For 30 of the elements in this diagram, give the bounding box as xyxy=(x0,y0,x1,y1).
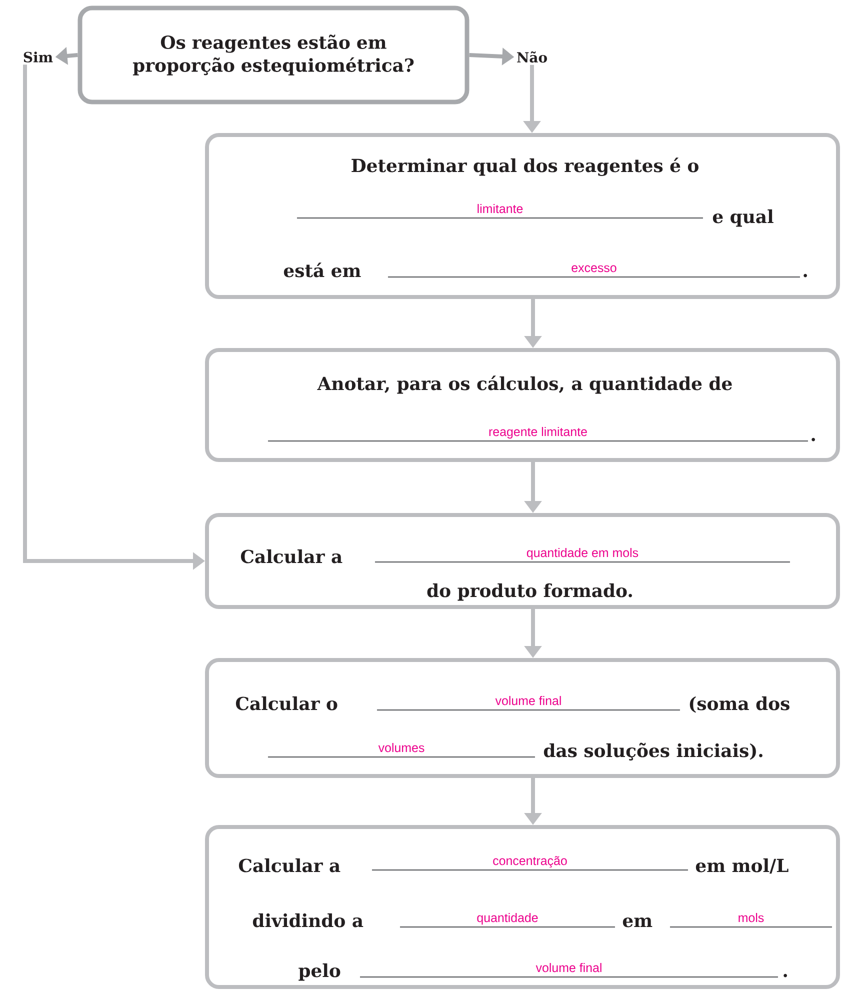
box-text: . xyxy=(812,438,815,442)
box-text: Calcular o xyxy=(236,696,338,710)
answer-text: quantidade xyxy=(477,912,538,925)
answer-text: concentração xyxy=(493,856,567,868)
answer-text: mols xyxy=(738,912,764,922)
box-text: em mol/L xyxy=(696,858,788,874)
answer-text: volume final xyxy=(536,962,602,972)
answer-text: quantidade em mols xyxy=(526,548,638,560)
box-text: em xyxy=(622,917,652,928)
box-text: está em xyxy=(284,262,361,278)
answer-text: limitante xyxy=(478,204,523,214)
box-text: do produto formado. xyxy=(427,583,632,601)
box-text: Anotar, para os cálculos, a quantidade de xyxy=(317,376,732,394)
box-text: e qual xyxy=(712,209,774,227)
box-text: das soluções iniciais). xyxy=(544,742,762,761)
box-text: Determinar qual dos reagentes é o xyxy=(352,158,698,176)
answer-text: excesso xyxy=(572,265,616,272)
box-text: dividindo a xyxy=(252,913,364,928)
box-text: . xyxy=(804,274,807,278)
box-text: pelo xyxy=(298,963,340,981)
answer-text: reagente limitante xyxy=(489,426,587,439)
box-text: . xyxy=(784,974,787,978)
answer-text: volume final xyxy=(495,696,561,706)
answer-label: Sim xyxy=(24,52,53,62)
answer-label: Não xyxy=(517,51,547,63)
box-text: Calcular a xyxy=(240,549,342,564)
question-box: Os reagentes estão em proporção estequiométrica? xyxy=(78,6,470,104)
answer-text: volumes xyxy=(378,742,424,752)
box-text: (soma dos xyxy=(690,696,790,713)
box-text: Calcular a xyxy=(238,858,340,872)
